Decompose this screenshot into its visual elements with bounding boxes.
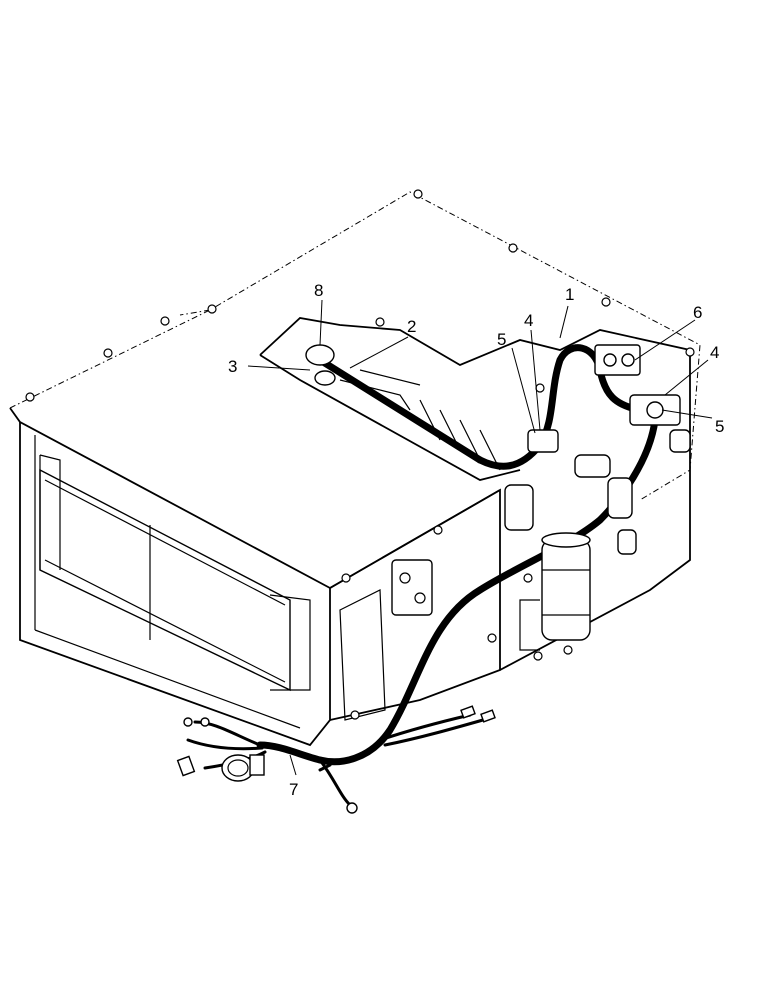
callout-5-left: 5	[497, 330, 506, 349]
thermostat-mount	[305, 344, 336, 386]
pressure-switch-group	[574, 394, 691, 555]
callout-3: 3	[228, 357, 237, 376]
mounting-bolts	[25, 189, 695, 720]
callout-1: 1	[565, 285, 574, 304]
callout-2: 2	[407, 317, 416, 336]
vent-louvers	[419, 399, 501, 471]
side-relay-panel	[391, 559, 433, 616]
side-plate	[339, 589, 386, 721]
leader-lines	[247, 299, 713, 776]
lower-harness-cable	[256, 741, 324, 764]
housing-inner-edge	[34, 435, 301, 729]
housing-left-side	[19, 422, 331, 747]
callout-4-right: 4	[710, 343, 719, 362]
cover-plate-edge	[179, 309, 211, 316]
cover-plate-outline	[9, 191, 701, 501]
radiator-core	[39, 454, 311, 692]
callout-5-right: 5	[715, 417, 724, 436]
connector-block	[504, 429, 559, 531]
round-connector	[221, 754, 265, 782]
relay-switch-module	[594, 344, 641, 376]
callout-7: 7	[289, 780, 298, 799]
control-bay-outline	[259, 317, 691, 671]
receiver-drier	[519, 532, 591, 651]
wire-terminals	[176, 705, 496, 814]
callout-8: 8	[314, 281, 323, 300]
callout-4-left: 4	[524, 311, 533, 330]
thermostat-tube	[316, 356, 484, 464]
harness-pigtail-wires	[186, 713, 492, 807]
upper-harness-cable	[476, 344, 644, 470]
callout-6: 6	[693, 303, 702, 322]
